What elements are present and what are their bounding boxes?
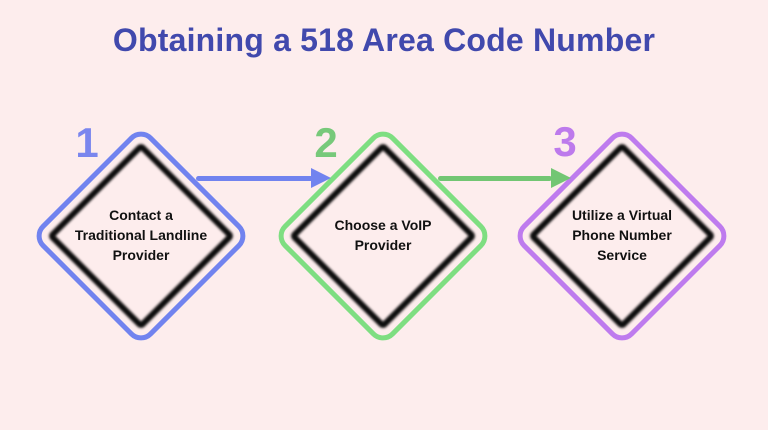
- step-2-label: Choose a VoIP Provider: [334, 217, 432, 253]
- step-1-group: Contact a Traditional Landline Provider: [29, 124, 253, 348]
- step-3-group: Utilize a Virtual Phone Number Service: [510, 124, 734, 348]
- step-2-group: Choose a VoIP Provider: [271, 124, 495, 348]
- page-title: Obtaining a 518 Area Code Number: [112, 22, 656, 58]
- arrow-line: [438, 176, 552, 181]
- step-1-label: Contact a Traditional Landline Provider: [74, 207, 208, 263]
- arrow-head-icon: [311, 168, 331, 188]
- step-3-label: Utilize a Virtual Phone Number Service: [571, 207, 673, 263]
- step-2-number: 2: [314, 119, 338, 166]
- arrow-head-icon: [551, 168, 571, 188]
- arrow-line: [196, 176, 313, 181]
- step-1-number: 1: [75, 119, 99, 166]
- step-3-number: 3: [553, 118, 577, 165]
